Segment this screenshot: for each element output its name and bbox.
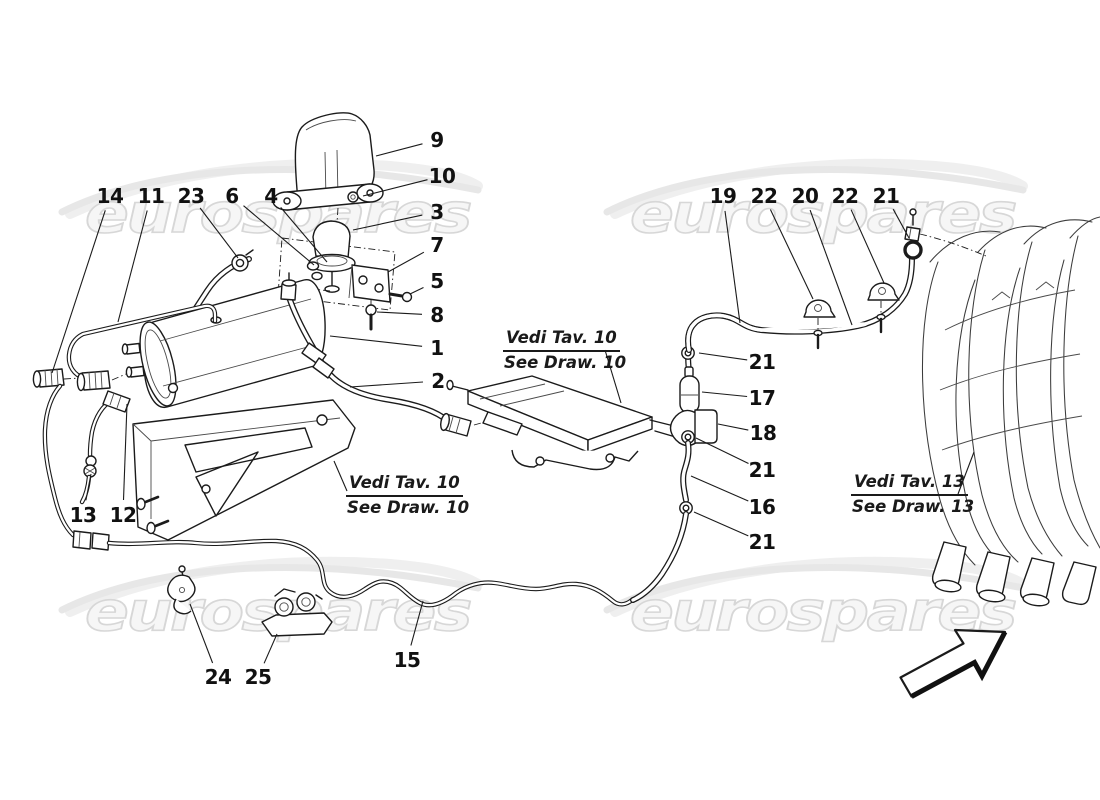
note-see-draw-10-ecu: Vedi Tav. 10 See Draw. 10 <box>503 327 626 374</box>
leader-line-10 <box>362 179 428 197</box>
leader-line-19 <box>724 210 741 324</box>
screw-5-drawing <box>388 291 413 303</box>
watermark-top-left: eurospares <box>58 158 483 246</box>
watermark-text: eurospares <box>630 580 1016 643</box>
leader-line-6 <box>243 205 315 266</box>
leader-line-16 <box>690 475 749 502</box>
leader-line-20 <box>809 209 853 326</box>
callout-18: 18 <box>749 421 777 445</box>
leader-line-11 <box>117 210 148 323</box>
leader-line-15 <box>410 600 424 646</box>
callout-8: 8 <box>430 303 444 327</box>
note-line-english: See Draw. 10 <box>347 497 470 517</box>
callout-7: 7 <box>430 233 444 257</box>
callout-25: 25 <box>244 665 272 689</box>
callout-23: 23 <box>177 184 205 208</box>
leader-line-23 <box>199 207 239 259</box>
callout-3: 3 <box>430 200 444 224</box>
note-line-english: See Draw. 13 <box>852 496 975 516</box>
note-line-italian: Vedi Tav. 10 <box>346 472 463 497</box>
callout-4: 4 <box>264 184 278 208</box>
manifold-hose-drawing <box>685 208 923 353</box>
leader-line-12 <box>122 403 128 501</box>
callout-17: 17 <box>748 386 776 410</box>
leader-line-8 <box>376 311 423 315</box>
ecu-box-drawing <box>446 375 685 471</box>
hose-clip-22a-drawing <box>803 299 836 350</box>
vapor-filter-drawing <box>679 375 700 414</box>
callout-9: 9 <box>430 128 444 152</box>
leader-line-21 <box>892 208 910 239</box>
note-line-italian: Vedi Tav. 13 <box>851 471 968 496</box>
callout-2: 2 <box>431 369 445 393</box>
callout-12: 12 <box>109 503 137 527</box>
purge-valve-drawing <box>277 220 396 311</box>
watermark-top-right: eurospares <box>603 158 1028 246</box>
leader-line-22 <box>850 209 885 284</box>
leader-line-18 <box>717 423 749 431</box>
valve-bracket-drawing <box>348 264 391 303</box>
leader-line-2 <box>349 381 424 388</box>
direction-arrow <box>899 628 1008 699</box>
leader-line-24 <box>189 603 214 664</box>
callout-1: 1 <box>430 336 444 360</box>
leader-line-13 <box>85 473 92 501</box>
leader-line-25 <box>263 633 278 664</box>
callout-20: 20 <box>791 184 819 208</box>
canister-bracket-drawing <box>132 399 356 541</box>
callout-21: 21 <box>748 530 776 554</box>
leader-line-9 <box>375 143 423 157</box>
nut-drawing <box>347 191 359 203</box>
note-see-draw-10-bracket: Vedi Tav. 10 See Draw. 10 <box>346 472 469 519</box>
vapor-hose-2-drawing <box>280 272 493 437</box>
left-pipes-drawing <box>32 303 218 505</box>
leader-line-22 <box>769 209 814 300</box>
watermark-text: eurospares <box>630 182 1016 245</box>
callout-11: 11 <box>137 184 165 208</box>
callout-5: 5 <box>430 269 444 293</box>
callout-21: 21 <box>748 458 776 482</box>
note-line-english: See Draw. 10 <box>504 352 627 372</box>
note-leaders <box>333 349 975 495</box>
cover-part-drawing <box>272 112 384 253</box>
watermark-text: eurospares <box>85 182 471 245</box>
callout-21: 21 <box>872 184 900 208</box>
callout-16: 16 <box>748 495 776 519</box>
callout-15: 15 <box>393 648 421 672</box>
callout-22: 22 <box>750 184 778 208</box>
callout-24: 24 <box>204 665 232 689</box>
callout-14: 14 <box>96 184 124 208</box>
leader-line-14 <box>51 210 106 374</box>
union-fitting-drawing <box>903 208 923 260</box>
screw-8-drawing <box>365 299 377 331</box>
callout-10: 10 <box>428 164 456 188</box>
leader-line-1 <box>329 335 423 347</box>
bottom-pipe-drawing <box>42 383 635 608</box>
leader-line-17 <box>701 391 748 398</box>
callout-21: 21 <box>748 350 776 374</box>
callout-6: 6 <box>225 184 239 208</box>
leader-line-21 <box>693 511 749 537</box>
callout-13: 13 <box>69 503 97 527</box>
leader-line-3 <box>352 214 423 231</box>
callout-22: 22 <box>831 184 859 208</box>
pipe-clip-25-drawing <box>261 588 333 637</box>
right-hose-column-drawing <box>630 346 718 603</box>
note-line-italian: Vedi Tav. 10 <box>503 327 620 352</box>
leader-line-5 <box>409 287 424 295</box>
leader-lines <box>51 143 910 664</box>
pipe-clip-24-drawing <box>167 565 196 615</box>
leader-line-4 <box>280 207 328 263</box>
hose-clip-22b-drawing <box>867 282 900 334</box>
note-see-draw-13-manifold: Vedi Tav. 13 See Draw. 13 <box>851 471 974 518</box>
intake-manifold-drawing <box>919 216 1100 607</box>
leader-line-21 <box>698 352 748 361</box>
callout-19: 19 <box>709 184 737 208</box>
leader-line-21 <box>695 437 749 464</box>
leader-line-7 <box>387 251 425 273</box>
